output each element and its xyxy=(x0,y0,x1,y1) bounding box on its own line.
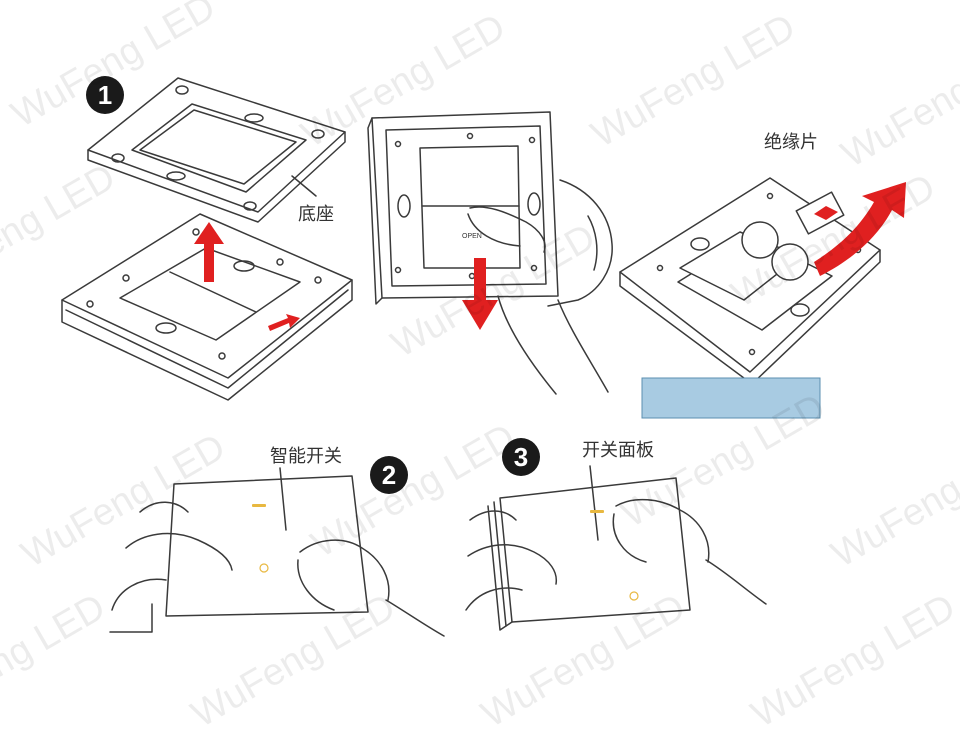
base-leader-line xyxy=(291,175,317,197)
step-2-marker: 2 xyxy=(370,456,408,494)
switch-panel-with-hands xyxy=(465,465,767,631)
panel-on-surface xyxy=(619,177,881,385)
label-base: 底座 xyxy=(298,204,334,225)
indicator-dots xyxy=(252,504,266,507)
label-smart-switch: 智能开关 xyxy=(270,446,342,467)
red-arrow-slide xyxy=(268,314,300,331)
red-arrow-curve-remove xyxy=(814,182,906,276)
switch-panel-leader-line xyxy=(589,465,599,541)
label-switch-panel: 开关面板 xyxy=(582,440,654,461)
red-arrow-down-pull xyxy=(462,258,498,330)
step-3-number: 3 xyxy=(513,441,529,472)
label-insulation-sheet: 绝缘片 xyxy=(764,132,818,153)
red-arrow-up-lift xyxy=(194,222,224,282)
blue-surface xyxy=(641,377,821,419)
step-3-marker: 3 xyxy=(502,438,540,476)
light-bulb-icon xyxy=(629,591,639,601)
top-frame xyxy=(87,77,346,223)
smart-switch-leader-line xyxy=(279,467,287,531)
panel-back xyxy=(367,111,559,305)
insulation-tab-red xyxy=(814,206,838,220)
step-2-number: 2 xyxy=(381,459,397,490)
diagram-drawing: OPEN xyxy=(61,77,906,637)
step-1-number: 1 xyxy=(97,79,113,110)
hand-holding-panel xyxy=(467,179,613,395)
base-plate xyxy=(61,213,353,401)
light-bulb-icon xyxy=(259,563,269,573)
step-1-marker: 1 xyxy=(86,76,124,114)
smart-switch-with-hands xyxy=(109,467,445,637)
open-marking: OPEN xyxy=(462,233,482,240)
indicator-dots xyxy=(590,510,604,513)
